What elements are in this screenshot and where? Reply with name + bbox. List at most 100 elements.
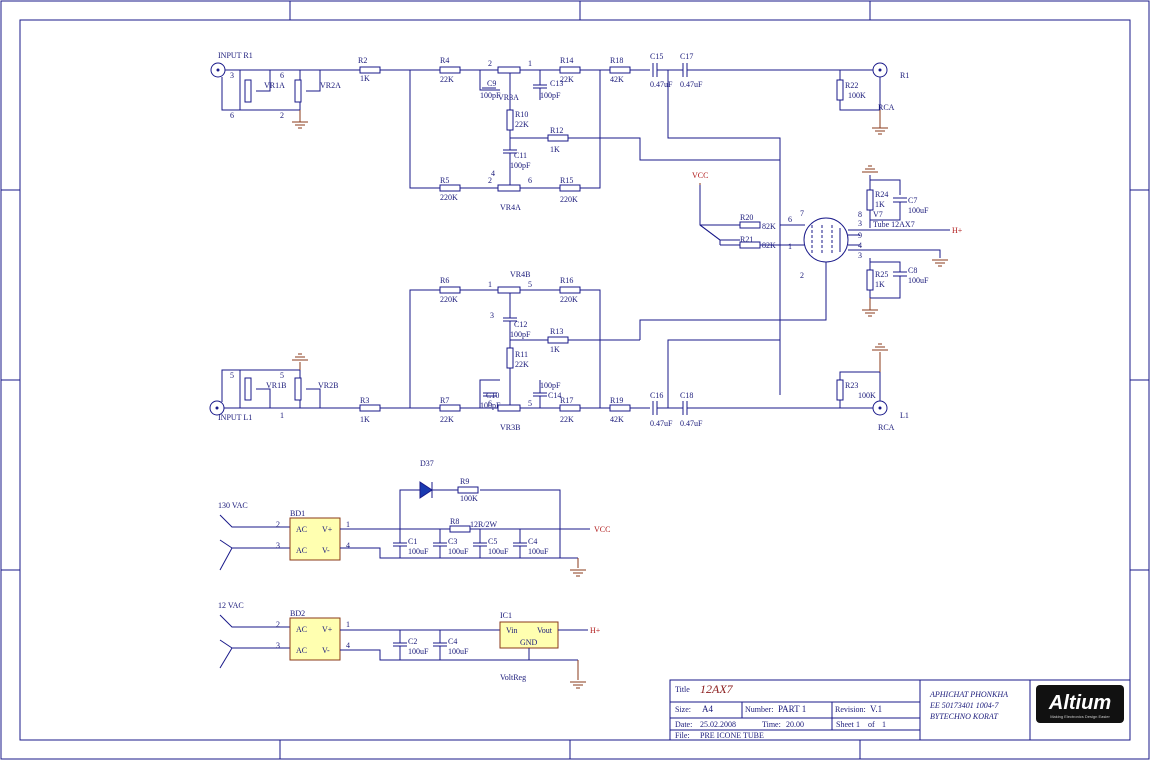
r18-label: R18: [610, 56, 623, 65]
ac-label: AC: [296, 546, 307, 555]
pin-label: 3: [276, 641, 280, 650]
power-supply-12vac: 12 VAC 2 3 BD2 AC AC V+ V- 1 4 C2 100uF …: [218, 601, 601, 689]
vr1a-label: VR1A: [264, 81, 285, 90]
r2-label: R2: [358, 56, 367, 65]
r22-label: R22: [845, 81, 858, 90]
r22-value: 100K: [848, 91, 866, 100]
hplus-out-label: H+: [590, 626, 601, 635]
r3-label: R3: [360, 396, 369, 405]
r8-label: R8: [450, 517, 459, 526]
pin-label: 3: [490, 311, 494, 320]
r16-value: 220K: [560, 295, 578, 304]
r5-label: R5: [440, 176, 449, 185]
c17-label: C17: [680, 52, 693, 61]
d37-label: D37: [420, 459, 434, 468]
input-l1-label: INPUT L1: [218, 413, 252, 422]
r2-value: 1K: [360, 74, 370, 83]
c16-value: 0.47uF: [650, 419, 673, 428]
vr1b-label: VR1B: [266, 381, 286, 390]
revision-value: V.1: [870, 704, 882, 714]
r11-value: 22K: [515, 360, 529, 369]
file-value: PRE ICONE TUBE: [700, 731, 764, 740]
vr4a-label: VR4A: [500, 203, 521, 212]
pin-label: 6: [488, 399, 492, 408]
r24-value: 1K: [875, 200, 885, 209]
time-label: Time:: [762, 720, 781, 729]
vminus-label: V-: [322, 546, 330, 555]
vin-label: Vin: [506, 626, 518, 635]
c8-label: C8: [908, 266, 917, 275]
date-value: 25.02.2008: [700, 720, 736, 729]
pin-label: 3: [858, 251, 862, 260]
tube-label: Tube 12AX7: [873, 220, 915, 229]
pin-label: 6: [528, 176, 532, 185]
number-value: PART 1: [778, 704, 806, 714]
pin-label: 6: [280, 71, 284, 80]
r9-label: R9: [460, 477, 469, 486]
r4-value: 22K: [440, 75, 454, 84]
r8-value: 12R/2W: [470, 520, 498, 529]
c4b-label: C4: [448, 637, 457, 646]
pin-label: 6: [788, 215, 792, 224]
c10-label: C10: [486, 391, 499, 400]
r13-label: R13: [550, 327, 563, 336]
c13-label: C13: [550, 79, 563, 88]
file-label: File:: [675, 731, 690, 740]
vr2a-label: VR2A: [320, 81, 341, 90]
pin-label: 2: [488, 176, 492, 185]
bd1-bridge: [289, 517, 341, 561]
c15-value: 0.47uF: [650, 80, 673, 89]
c7-label: C7: [908, 196, 917, 205]
title-label: Title: [675, 685, 690, 694]
pin-label: 3: [230, 71, 234, 80]
voltreg-label: VoltReg: [500, 673, 526, 682]
r5-value: 220K: [440, 193, 458, 202]
number-label: Number:: [745, 705, 773, 714]
r23-value: 100K: [858, 391, 876, 400]
v7-label: V7: [873, 210, 883, 219]
vr4b-label: VR4B: [510, 270, 530, 279]
r6-label: R6: [440, 276, 449, 285]
c7-value: 100uF: [908, 206, 929, 215]
gnd-label: GND: [520, 638, 538, 647]
power-supply-130vac: 130 VAC 2 3 BD1 AC AC V+ V- 1 4 D37 R9 1…: [218, 459, 610, 577]
right-channel: INPUT R1 VR1A VR2A 3 6 6 2 R2 1K R4 22K …: [210, 51, 909, 395]
title-value: 12AX7: [700, 682, 734, 696]
c13-value: 100pF: [540, 91, 561, 100]
rca-r-label: RCA: [878, 103, 895, 112]
c2-label: C2: [408, 637, 417, 646]
pin-label: 5: [528, 399, 532, 408]
r7-value: 22K: [440, 415, 454, 424]
r14-value: 22K: [560, 75, 574, 84]
pin-label: 5: [280, 371, 284, 380]
vout-label: Vout: [537, 626, 553, 635]
c16-label: C16: [650, 391, 663, 400]
r10-label: R10: [515, 110, 528, 119]
c5-value: 100uF: [488, 547, 509, 556]
pin-label: 2: [276, 520, 280, 529]
of-label: of: [868, 720, 875, 729]
c4-value: 100uF: [528, 547, 549, 556]
revision-label: Revision:: [835, 705, 866, 714]
pin-label: 1: [346, 520, 350, 529]
vac130-label: 130 VAC: [218, 501, 248, 510]
l1-output-label: L1: [900, 411, 909, 420]
altium-logo-text: Altium: [1048, 692, 1111, 714]
c13b-value: 100pF: [540, 381, 561, 390]
c14-label: C14: [548, 391, 561, 400]
vcc-label: VCC: [692, 171, 708, 180]
c15-label: C15: [650, 52, 663, 61]
c4-label: C4: [528, 537, 537, 546]
tube-envelope: [803, 217, 849, 263]
c2-value: 100uF: [408, 647, 429, 656]
led-d37: [419, 481, 433, 499]
c9-label: C9: [487, 79, 496, 88]
vr2b-label: VR2B: [318, 381, 338, 390]
r20-label: R20: [740, 213, 753, 222]
c11-label: C11: [514, 151, 527, 160]
c12-label: C12: [514, 320, 527, 329]
pin-label: 6: [230, 111, 234, 120]
pin-label: 4: [346, 641, 350, 650]
c18-label: C18: [680, 391, 693, 400]
pin-label: 3: [276, 541, 280, 550]
